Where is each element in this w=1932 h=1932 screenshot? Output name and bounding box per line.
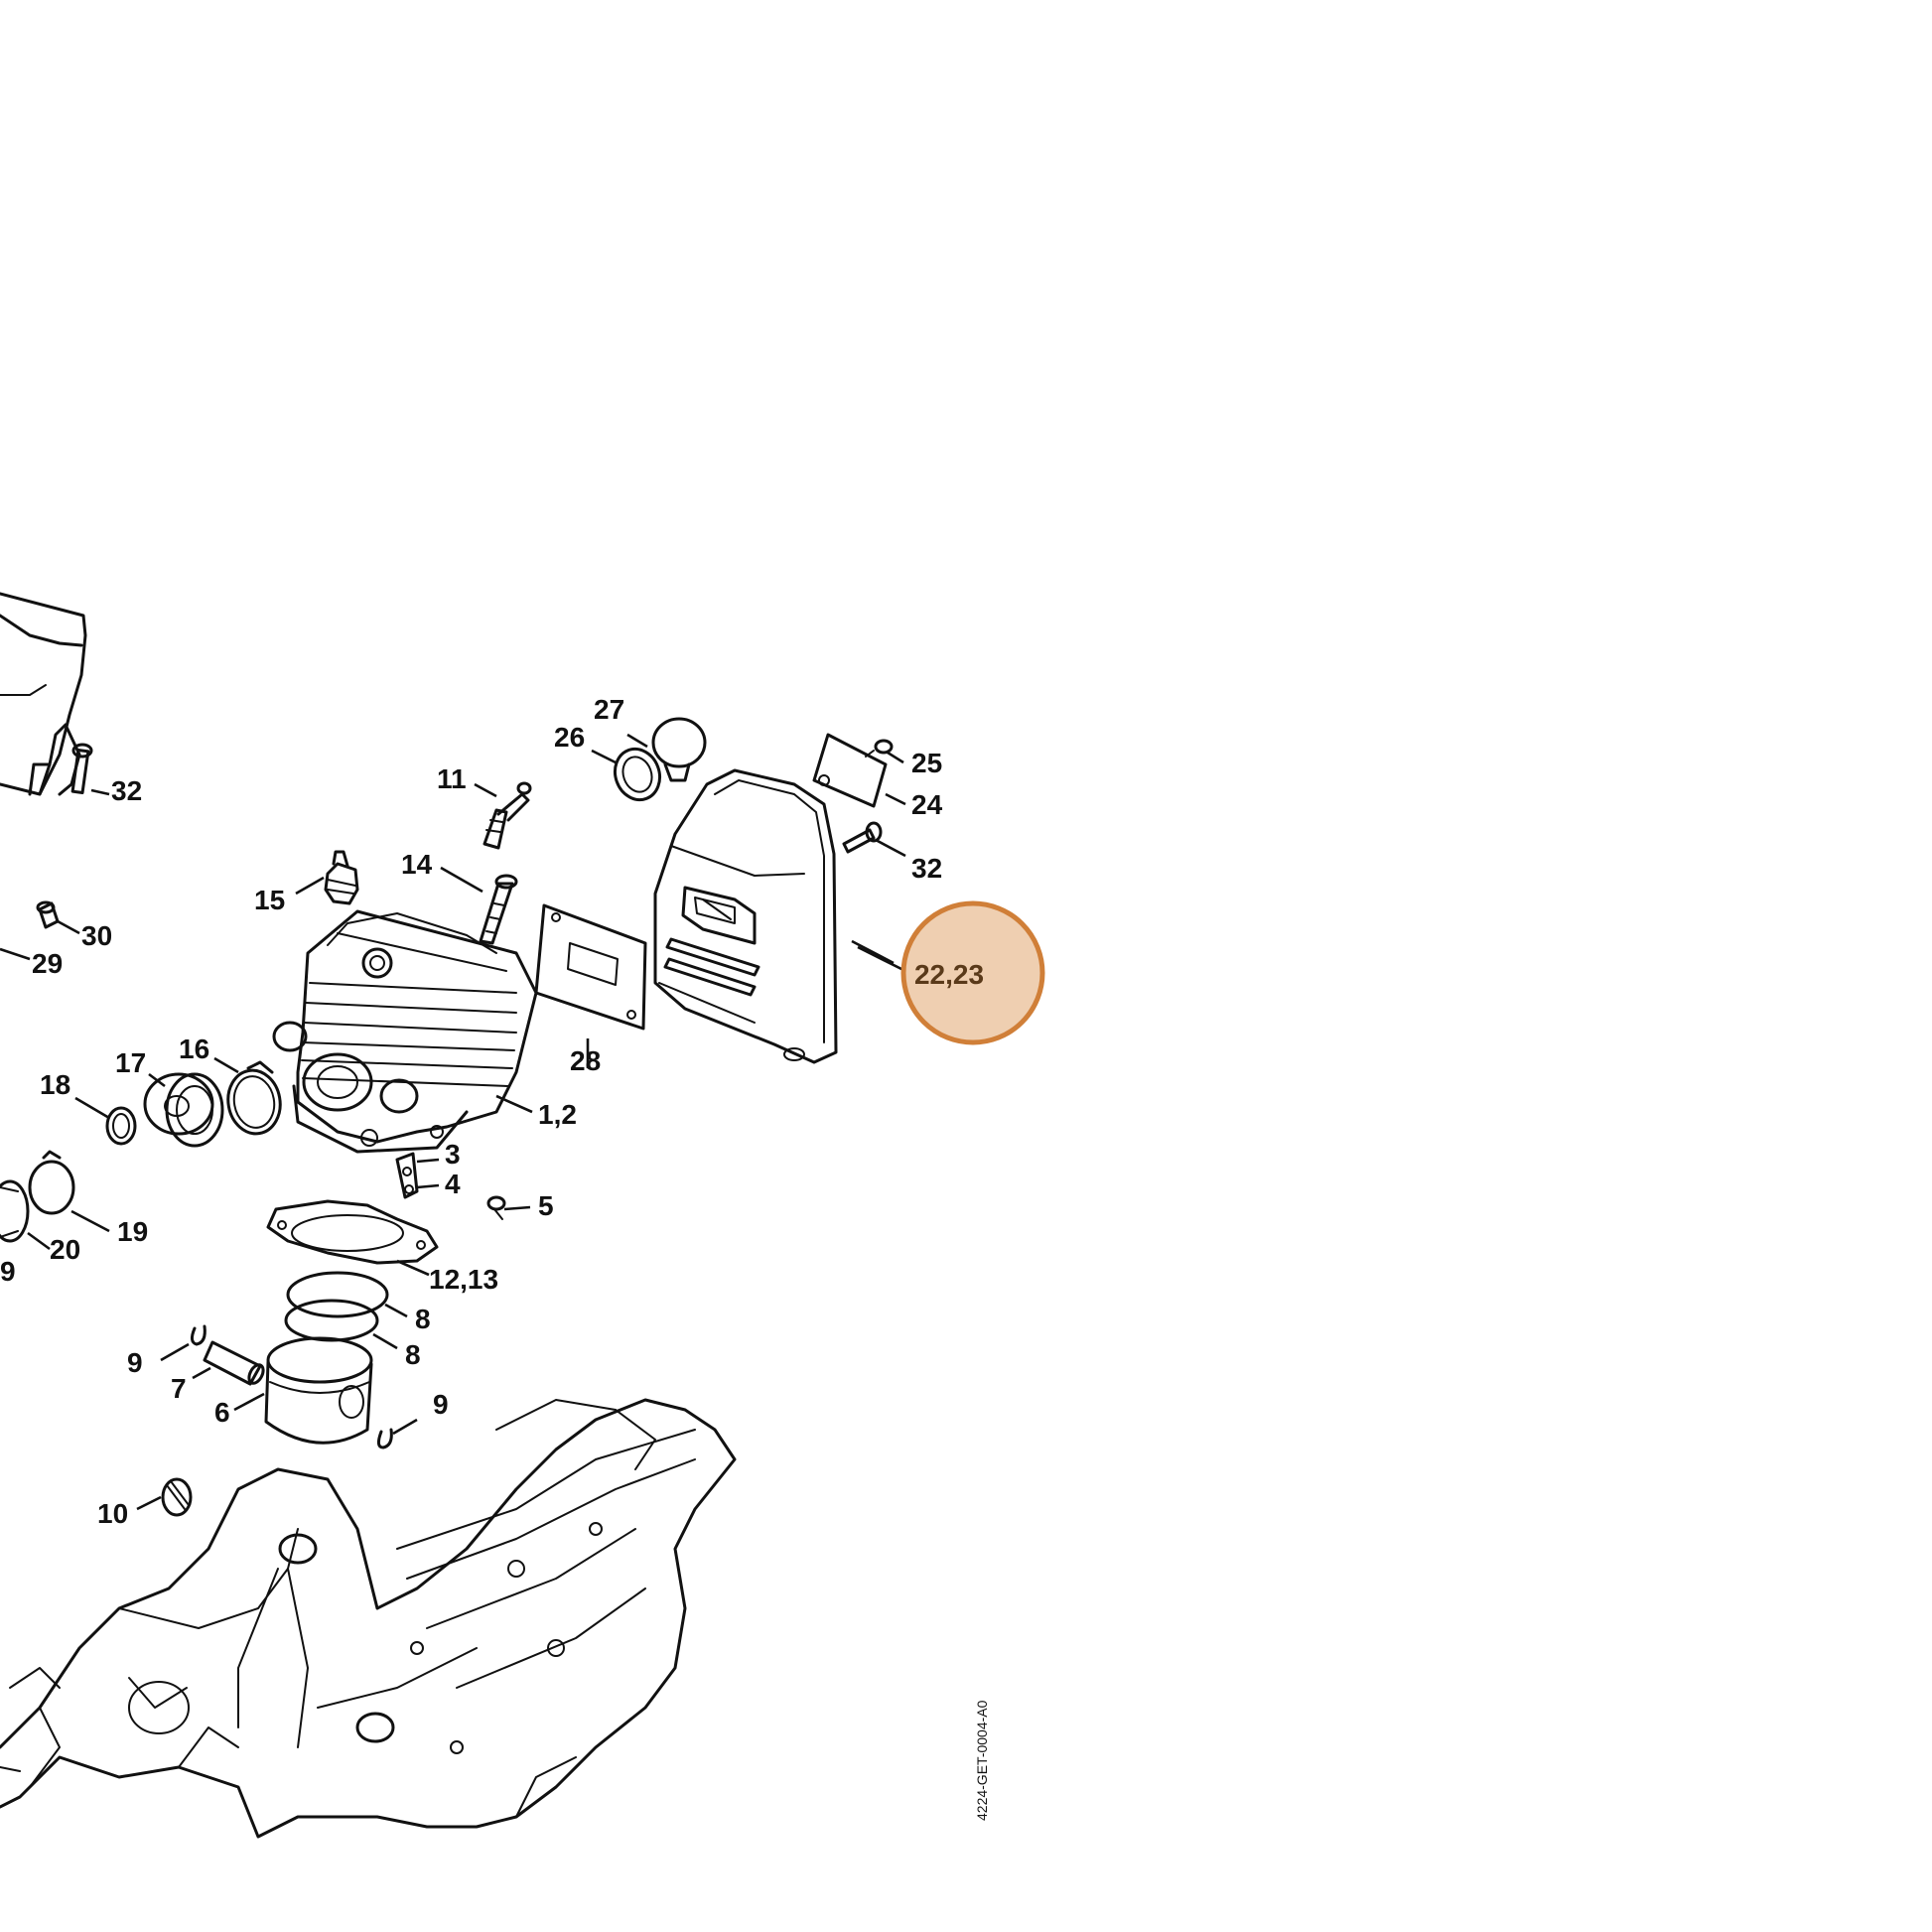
callout-3[interactable]: 3	[445, 1139, 461, 1170]
callout-15[interactable]: 15	[254, 885, 285, 915]
part-9-clip-left	[190, 1324, 207, 1346]
crankcase	[0, 1398, 737, 1839]
callout-16[interactable]: 16	[179, 1034, 209, 1064]
part-11-valve	[483, 781, 532, 850]
callout-9-edge[interactable]: 9	[0, 1256, 16, 1287]
callout-19[interactable]: 19	[117, 1216, 148, 1247]
callout-4[interactable]: 4	[445, 1169, 461, 1199]
callout-labels: 32 30 29 27 26 25 24 32 11 14 15 28 16 1…	[0, 694, 943, 1529]
part-20-boot	[0, 1179, 30, 1243]
callout-8-lower[interactable]: 8	[405, 1339, 421, 1370]
highlighted-callout-22-23[interactable]: 22,23	[857, 900, 1045, 1045]
callout-11[interactable]: 11	[437, 763, 467, 794]
part-7-pin	[203, 1340, 265, 1386]
callout-26[interactable]: 26	[554, 722, 585, 753]
leader-22-23	[857, 945, 906, 973]
callout-29[interactable]: 29	[32, 948, 63, 979]
callout-30[interactable]: 30	[81, 920, 112, 951]
callout-6[interactable]: 6	[214, 1397, 230, 1428]
part-26-ring	[613, 747, 662, 802]
part-32-screw-right	[842, 821, 883, 854]
callout-7[interactable]: 7	[171, 1373, 187, 1404]
part-27-clamp	[651, 717, 707, 782]
callout-25[interactable]: 25	[911, 748, 942, 778]
part-5-screw	[486, 1195, 506, 1220]
part-1-2-cylinder	[272, 909, 538, 1154]
part-12-13-gasket	[266, 1199, 439, 1265]
part-16-clamp	[226, 1060, 282, 1136]
callout-1-2[interactable]: 1,2	[538, 1099, 577, 1130]
callout-12-13[interactable]: 12,13	[429, 1264, 498, 1295]
part-6-piston	[264, 1336, 373, 1445]
callout-9-right[interactable]: 9	[433, 1389, 449, 1420]
callout-17[interactable]: 17	[115, 1047, 146, 1078]
callout-24[interactable]: 24	[911, 789, 943, 820]
fan-housing-fragment	[0, 592, 87, 796]
part-8-ring-upper	[286, 1271, 389, 1318]
callout-5[interactable]: 5	[538, 1190, 554, 1221]
callout-32-left[interactable]: 32	[111, 775, 142, 806]
part-15-spark-plug	[324, 850, 359, 905]
leader-lines	[0, 733, 906, 1511]
drawing-reference-code: 4224-GET-0004-A0	[974, 1700, 990, 1821]
callout-8-upper[interactable]: 8	[415, 1304, 431, 1334]
callout-18[interactable]: 18	[40, 1069, 70, 1100]
part-32-screw-left	[70, 743, 93, 794]
part-10-bearing	[161, 1477, 193, 1517]
callout-28[interactable]: 28	[570, 1045, 601, 1076]
part-24-plate	[812, 733, 888, 808]
part-17-flange	[143, 1072, 224, 1148]
part-30-plug	[36, 900, 60, 929]
callout-14[interactable]: 14	[401, 849, 433, 880]
part-25-screw	[865, 739, 894, 758]
part-22-23-muffler	[653, 768, 838, 1064]
callout-10[interactable]: 10	[97, 1498, 128, 1529]
part-28-gasket	[534, 903, 647, 1031]
part-3-4-bracket	[395, 1152, 419, 1199]
callout-9-left[interactable]: 9	[127, 1347, 143, 1378]
highlight-circle[interactable]	[900, 900, 1045, 1045]
part-9-clip-right	[376, 1428, 393, 1449]
part-8-ring-lower	[284, 1299, 379, 1342]
callout-22-23[interactable]: 22,23	[914, 959, 984, 990]
part-18-ring	[105, 1106, 137, 1146]
callout-20[interactable]: 20	[50, 1234, 80, 1265]
callout-32-right[interactable]: 32	[911, 853, 942, 884]
part-19-clamp	[28, 1150, 75, 1215]
part-14-bolt	[479, 874, 518, 945]
callout-27[interactable]: 27	[594, 694, 624, 725]
